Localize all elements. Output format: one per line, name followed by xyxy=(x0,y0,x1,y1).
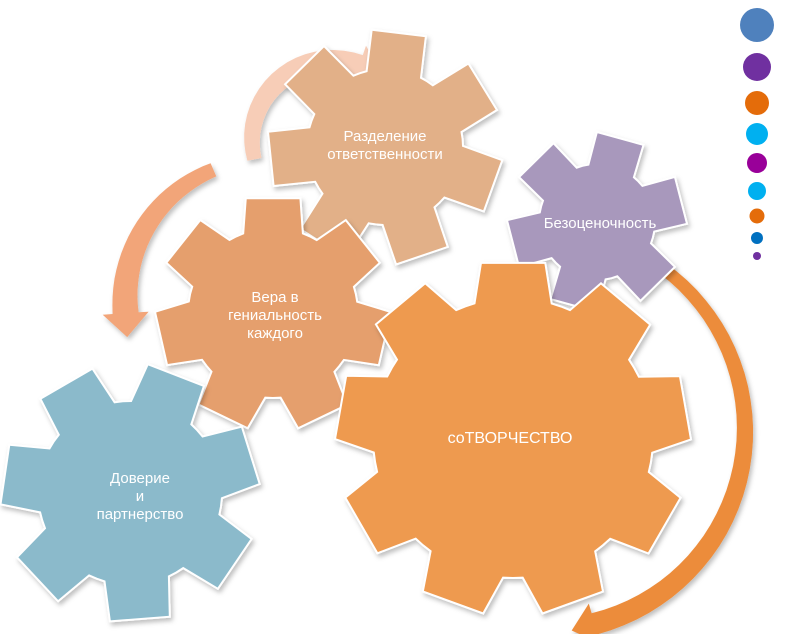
arrow-right xyxy=(571,263,754,639)
decor-dot xyxy=(743,53,771,81)
gear-label-line: Разделение xyxy=(343,128,427,145)
decor-dot xyxy=(748,182,766,200)
gear-non-judgment xyxy=(505,130,689,314)
gear-label-trust-partnership: Доверие и партнерство xyxy=(75,470,205,524)
gear-label-line: Доверие xyxy=(110,470,170,487)
gear-label-line: ответственности xyxy=(327,146,443,163)
gear-label-line: партнерство xyxy=(96,506,184,523)
gear-label-line: гениальность xyxy=(228,307,322,324)
gear-label-co-creativity: соТВОРЧЕСТВО xyxy=(430,430,590,448)
decor-dot xyxy=(747,153,767,173)
gear-label-line: и xyxy=(135,488,145,505)
gear-label-line: Безоценочность xyxy=(543,215,657,232)
decor-dot xyxy=(749,208,765,224)
decor-dot xyxy=(753,252,761,260)
gear-label-shared-responsibility: Разделение ответственности xyxy=(310,128,460,164)
gear-shared-responsibility xyxy=(266,28,504,266)
gear-co-creativity xyxy=(333,261,693,615)
gear-trust-partnership xyxy=(0,362,261,623)
dots-layer xyxy=(740,8,774,260)
decor-dot xyxy=(746,123,768,145)
gear-label-line: каждого xyxy=(247,325,303,342)
gear-label-line: соТВОРЧЕСТВО xyxy=(447,430,573,447)
gear-label-line: Вера в xyxy=(251,289,299,306)
gear-faith-in-genius xyxy=(153,197,393,430)
gear-label-non-judgment: Безоценочность xyxy=(530,215,670,233)
gear-label-faith-in-genius: Вера в гениальность каждого xyxy=(205,289,345,343)
gears-layer xyxy=(0,28,693,623)
decor-dot xyxy=(751,232,763,244)
decor-dot xyxy=(745,91,769,115)
decor-dot xyxy=(740,8,774,42)
arrow-left xyxy=(102,163,217,338)
